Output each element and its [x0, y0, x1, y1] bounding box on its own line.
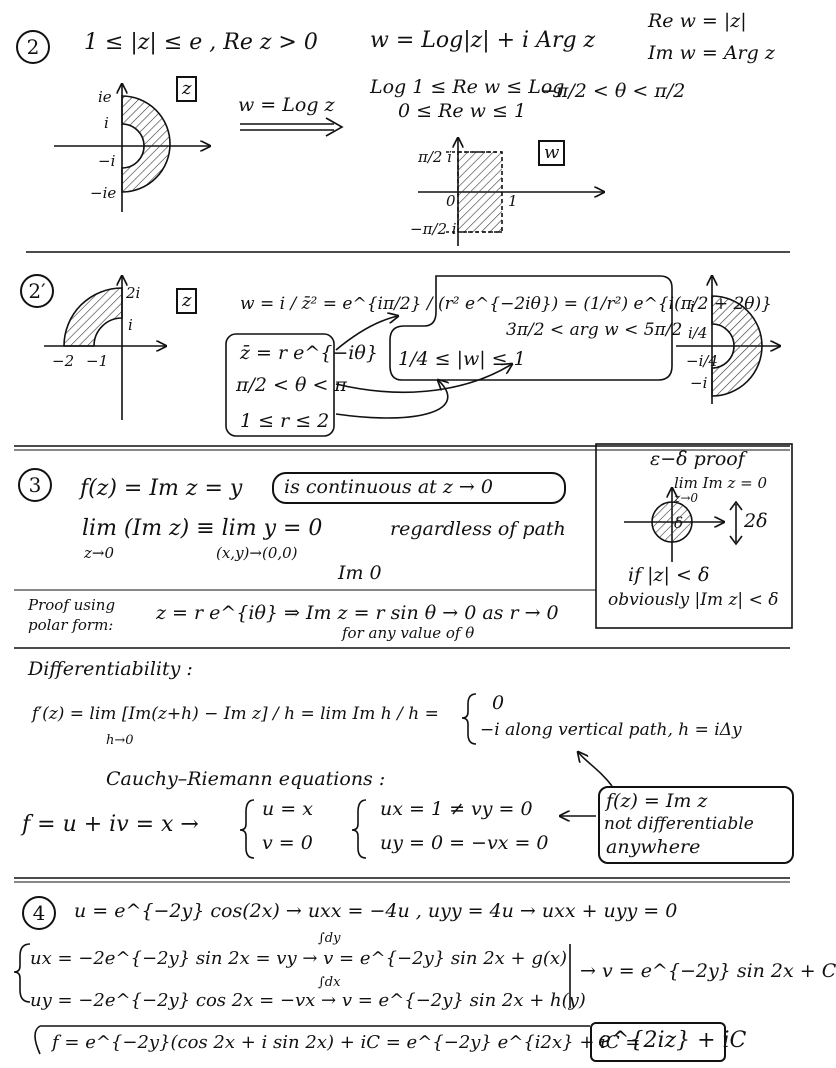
- p2-z-label-i: i: [104, 114, 109, 132]
- p4-final-answer: e^{2iz} + iC: [598, 1028, 747, 1053]
- p2-z-label-ie: ie: [98, 88, 112, 106]
- p2b-z-plane-box: z: [176, 288, 198, 314]
- diff-u: u = x: [262, 798, 313, 820]
- p3-proof-b: polar form:: [28, 616, 114, 634]
- p2-condition: 1 ≤ |z| ≤ e , Re z > 0: [84, 30, 318, 55]
- diff-v: v = 0: [262, 832, 313, 854]
- p3-any-value: for any value of θ: [342, 624, 475, 642]
- p3-sub-z: z→0: [84, 544, 115, 562]
- p2-z-label-minus-ie: −ie: [90, 184, 117, 202]
- diff-case1: −i along vertical path, h = iΔy: [480, 720, 742, 740]
- p3-line1: f(z) = Im z = y: [80, 476, 243, 501]
- problem-number-4: 4: [22, 896, 56, 930]
- p2b-w-label-i: i: [690, 298, 695, 316]
- p4-final-answer-box: [590, 1022, 726, 1062]
- p2b-r-range: 1 ≤ r ≤ 2: [240, 410, 330, 432]
- p3-continuity-box: [272, 472, 566, 504]
- problem-number-3: 3: [18, 468, 52, 502]
- p3-line2: lim (Im z) ≡ lim y = 0: [82, 516, 323, 541]
- diff-fprime: f′(z) = lim [Im(z+h) − Im z] / h = lim I…: [32, 704, 439, 724]
- p3-im0: Im 0: [338, 562, 382, 584]
- p2b-w-modulus: 1/4 ≤ |w| ≤ 1: [398, 348, 526, 370]
- diff-f-uv: f = u + iv = x →: [22, 812, 199, 837]
- p4-line1: u = e^{−2y} cos(2x) → uxx = −4u , uyy = …: [74, 900, 678, 922]
- p2-w-label-minus-pi2i: −π/2 i: [410, 220, 457, 238]
- p2b-z-label-i: i: [128, 316, 133, 334]
- diff-nd1: f(z) = Im z: [606, 790, 708, 812]
- p2b-w-label-i4: i/4: [688, 324, 708, 342]
- p2b-boxes: [225, 275, 673, 437]
- problem-number-2-prime: 2′: [20, 274, 54, 308]
- diff-nd3: anywhere: [606, 836, 701, 858]
- p4-int-dy: ∫dy: [318, 931, 341, 946]
- p3-lim-sub: z→0: [674, 491, 699, 505]
- handwritten-sketches: [13, 0, 793, 1055]
- diff-h-sub: h→0: [106, 733, 134, 748]
- p2b-zbar: z̄ = r e^{−iθ}: [240, 342, 378, 364]
- p2-map-label: w = Log z: [238, 94, 335, 116]
- p3-continuity: is continuous at z → 0: [284, 476, 493, 498]
- p2-w-label-1: 1: [508, 192, 518, 210]
- diff-title: Differentiability :: [28, 658, 193, 680]
- p3-obviously: obviously |Im z| < δ: [608, 590, 779, 610]
- p2-theta-range: −π/2 < θ < π/2: [540, 80, 686, 102]
- diff-case0: 0: [492, 692, 505, 714]
- p2b-z-plane-sketch: [44, 276, 166, 420]
- p2b-z-label-minus-2: −2: [52, 352, 75, 370]
- p2-w-plane-sketch: [418, 138, 604, 246]
- p2-w-plane-box: w: [538, 140, 566, 166]
- p2-z-plane-box: z: [176, 76, 198, 102]
- p2b-z-label-minus-1: −1: [86, 352, 109, 370]
- p2-im-w: Im w = Arg z: [648, 42, 775, 64]
- diff-sketch: [239, 693, 613, 859]
- diff-not-differentiable-box: [598, 786, 794, 864]
- p2-mapping-arrow: [240, 117, 344, 137]
- p2-z-plane-sketch: [54, 84, 210, 212]
- p4-sketch: [13, 943, 590, 1055]
- p4-uy: uy = −2e^{−2y} cos 2x = −vx → v = e^{−2y…: [30, 990, 586, 1011]
- p3-eps-delta: ε−δ proof: [650, 448, 745, 470]
- p3-if-z: if |z| < δ: [628, 564, 710, 586]
- diff-ux: ux = 1 ≠ vy = 0: [380, 798, 533, 820]
- diff-cr-title: Cauchy–Riemann equations :: [106, 768, 386, 790]
- p3-proof-a: Proof using: [28, 596, 116, 614]
- p2b-arg-w: 3π/2 < arg w < 5π/2: [506, 320, 683, 340]
- p2b-w-label-minus-i4: −i/4: [686, 352, 718, 370]
- p2-re-w: Re w = |z|: [648, 10, 747, 32]
- p3-sub-xy: (x,y)→(0,0): [216, 544, 298, 562]
- p2-z-label-minus-i: −i: [98, 152, 116, 170]
- p2-ineq1: Log 1 ≤ Re w ≤ Log: [370, 76, 565, 98]
- problem-number-2: 2: [16, 30, 50, 64]
- p3-eps-delta-box: [595, 443, 793, 629]
- p2-w-definition: w = Log|z| + i Arg z: [370, 28, 596, 53]
- p2b-z-label-2i: 2i: [126, 284, 141, 302]
- p3-path: regardless of path: [390, 518, 566, 540]
- p4-int-dx: ∫dx: [318, 975, 341, 990]
- p2b-theta: π/2 < θ < π: [236, 374, 347, 396]
- p4-f-line: f = e^{−2y}(cos 2x + i sin 2x) + iC = e^…: [52, 1032, 641, 1053]
- p2b-w-label-minus-i: −i: [690, 374, 708, 392]
- p4-ux: ux = −2e^{−2y} sin 2x = vy → v = e^{−2y}…: [30, 948, 568, 969]
- p2b-w-expression: w = i / z̄² = e^{iπ/2} / (r² e^{−2iθ}) =…: [240, 294, 772, 314]
- p4-v-result: → v = e^{−2y} sin 2x + C: [580, 960, 836, 982]
- p3-lim-im: lim Im z = 0: [674, 474, 768, 492]
- p2-w-label-0: 0: [446, 192, 456, 210]
- p2b-w-plane-sketch: [676, 276, 780, 404]
- p2-w-label-pi2i: π/2 i: [418, 148, 453, 166]
- diff-uy: uy = 0 = −vx = 0: [380, 832, 549, 854]
- p3-two-delta: 2δ: [744, 510, 768, 532]
- diff-nd2: not differentiable: [604, 814, 754, 834]
- p3-polar: z = r e^{iθ} ⇒ Im z = r sin θ → 0 as r →…: [156, 602, 559, 624]
- p2-ineq2: 0 ≤ Re w ≤ 1: [398, 100, 527, 122]
